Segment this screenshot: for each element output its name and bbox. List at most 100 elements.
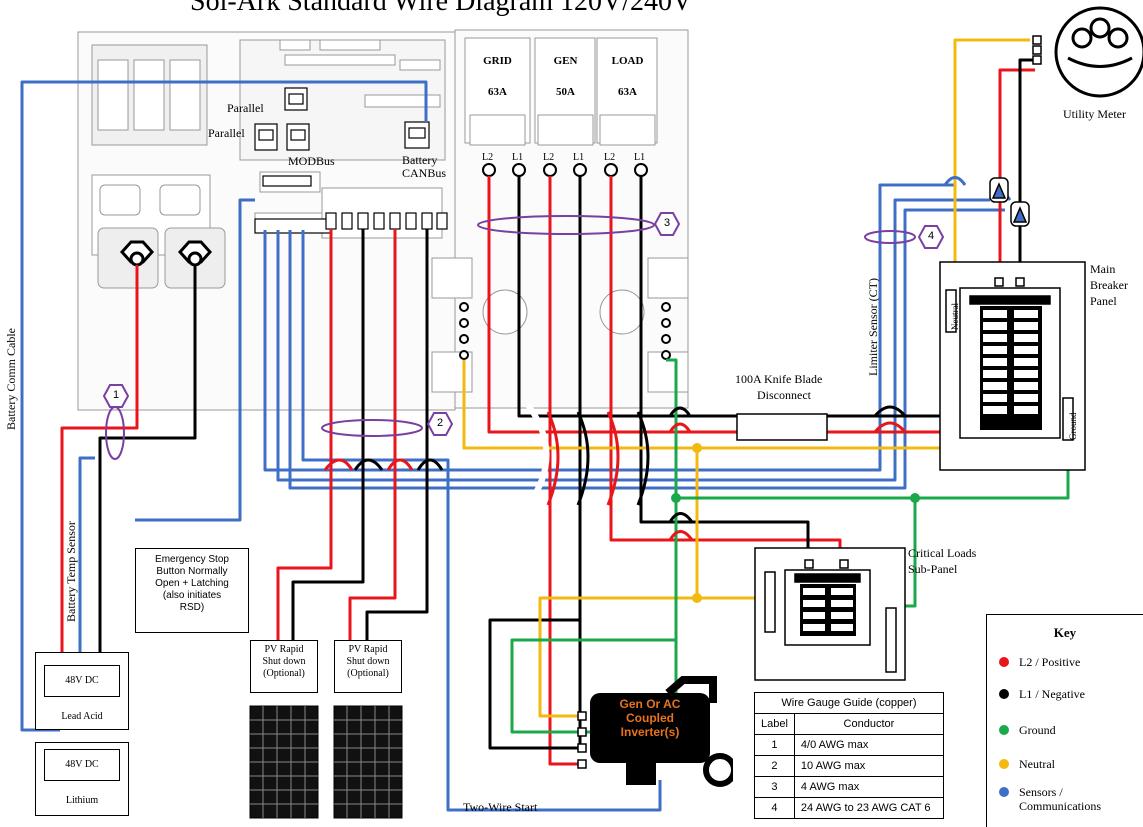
estop-line: (also initiates [162, 590, 222, 601]
rj45-ports [254, 87, 430, 151]
callout-4: 4 [927, 230, 935, 242]
key-label: Neutral [1019, 757, 1055, 771]
battery-comm-cable-label: Battery Comm Cable [4, 328, 18, 430]
battery-neg-wire [98, 265, 197, 662]
two-wire-start-label: Two-Wire Start [463, 800, 538, 814]
main-breaker-label-3: Panel [1090, 294, 1117, 308]
main-breaker-label-2: Breaker [1090, 278, 1128, 292]
battery-voltage: 48V DC [44, 665, 120, 697]
generator: Gen Or AC Coupled Inverter(s) [578, 675, 733, 790]
black-dot-icon [999, 689, 1009, 699]
temp-sensor-wire [78, 456, 95, 662]
estop-line: Emergency Stop [155, 554, 229, 565]
key-title: Key [1053, 625, 1077, 640]
table-cell: 1 [754, 734, 795, 756]
table-cell: 10 AWG max [793, 755, 944, 777]
yellow-dot-icon [999, 759, 1009, 769]
terminal-label: L1 [573, 152, 585, 163]
key-item-neutral: Neutral [999, 757, 1055, 771]
terminal-blocks [254, 175, 448, 234]
pv-rsd-line: Shut down [346, 656, 390, 667]
pv-rsd-line: PV Rapid [348, 644, 388, 655]
sensor-bus-3 [276, 198, 990, 482]
main-breaker-label-1: Main [1090, 262, 1116, 276]
generator-line: Coupled [626, 711, 674, 725]
key-item-l1: L1 / Negative [999, 687, 1085, 701]
pv-rapid-shutdown-2: PV Rapid Shut down (Optional) [334, 640, 402, 693]
table-cell: 2 [754, 755, 795, 777]
pv-rsd-line: PV Rapid [264, 644, 304, 655]
pv-rsd-line: (Optional) [263, 668, 305, 679]
red-dot-icon [999, 657, 1009, 667]
generator-label: Gen Or AC Coupled Inverter(s) [590, 697, 710, 739]
legend-key: Key L2 / Positive L1 / Negative Ground N… [986, 614, 1143, 827]
neutral-bar-label: Neutral [950, 303, 960, 330]
terminal-label: L2 [604, 152, 616, 163]
generator-line: Inverter(s) [620, 725, 680, 739]
terminal-label: L2 [482, 152, 494, 163]
estop-line: Button Normally [156, 566, 228, 577]
table-cell: 4 AWG max [793, 776, 944, 798]
parallel-port-label-1: Parallel [227, 101, 264, 115]
callout-1: 1 [112, 389, 120, 401]
sensor-bus-4 [288, 208, 1005, 490]
knife-blade-label-2: Disconnect [757, 388, 811, 402]
breaker-load-amps: 63A [618, 86, 637, 98]
terminal-label: L2 [543, 152, 555, 163]
table-cell: 4/0 AWG max [793, 734, 944, 756]
utility-meter [1054, 6, 1143, 98]
battery-pos-wire [60, 265, 139, 662]
key-label: Communications [1019, 799, 1101, 813]
utility-meter-label: Utility Meter [1063, 107, 1126, 121]
battery-voltage: 48V DC [44, 749, 120, 781]
comm-cable-wire [20, 80, 428, 732]
inverter-body [77, 29, 689, 411]
battery-canbus-label-2: CANBus [402, 166, 447, 180]
breaker-grid-name: GRID [483, 55, 512, 67]
key-item-sensors: Sensors /Communications [999, 785, 1101, 813]
battery-lead-acid: 48V DC Lead Acid [35, 652, 129, 730]
ground-bar-label: Ground [1068, 412, 1078, 441]
modbus-label: MODBus [288, 154, 335, 168]
battery-type: Lead Acid [61, 711, 103, 722]
terminal-label: L1 [512, 152, 524, 163]
table-header: Conductor [793, 713, 944, 735]
ac-terminals [459, 163, 671, 360]
battery-temp-sensor-label: Battery Temp Sensor [64, 521, 78, 622]
breaker-gen-name: GEN [553, 55, 578, 67]
table-header: Label [754, 713, 795, 735]
wire-gauge-title: Wire Gauge Guide (copper) [754, 692, 944, 714]
battery-type: Lithium [65, 795, 99, 806]
pv-panels [249, 705, 403, 819]
critical-loads-label-2: Sub-Panel [908, 562, 958, 576]
table-cell: 4 [754, 797, 795, 819]
limiter-sensor-label: Limiter Sensor (CT) [866, 278, 880, 376]
diagram-title: Sol-Ark Standard Wire Diagram 120V/240V [190, 0, 693, 17]
battery-lithium: 48V DC Lithium [35, 742, 129, 816]
table-cell: 24 AWG to 23 AWG CAT 6 [793, 797, 944, 819]
callout-hexagons [102, 212, 945, 436]
blue-dot-icon [999, 787, 1009, 797]
key-label: L1 / Negative [1019, 687, 1085, 701]
breaker-load-name: LOAD [611, 55, 644, 67]
key-item-ground: Ground [999, 723, 1056, 737]
knife-blade-disconnect [736, 413, 828, 441]
emergency-stop-box: Emergency Stop Button Normally Open + La… [135, 548, 249, 633]
pv-rsd-line: Shut down [262, 656, 306, 667]
two-wire-start-wire [301, 230, 662, 812]
sensor-bus-1 [135, 198, 255, 522]
key-label: Sensors / [1019, 785, 1063, 799]
estop-line: RSD) [179, 602, 205, 613]
ct-sensors [989, 177, 1030, 227]
green-dot-icon [999, 725, 1009, 735]
pv-rapid-shutdown-1: PV Rapid Shut down (Optional) [250, 640, 318, 693]
callout-2: 2 [436, 417, 444, 429]
key-item-l2: L2 / Positive [999, 655, 1080, 669]
key-label: L2 / Positive [1019, 655, 1081, 669]
